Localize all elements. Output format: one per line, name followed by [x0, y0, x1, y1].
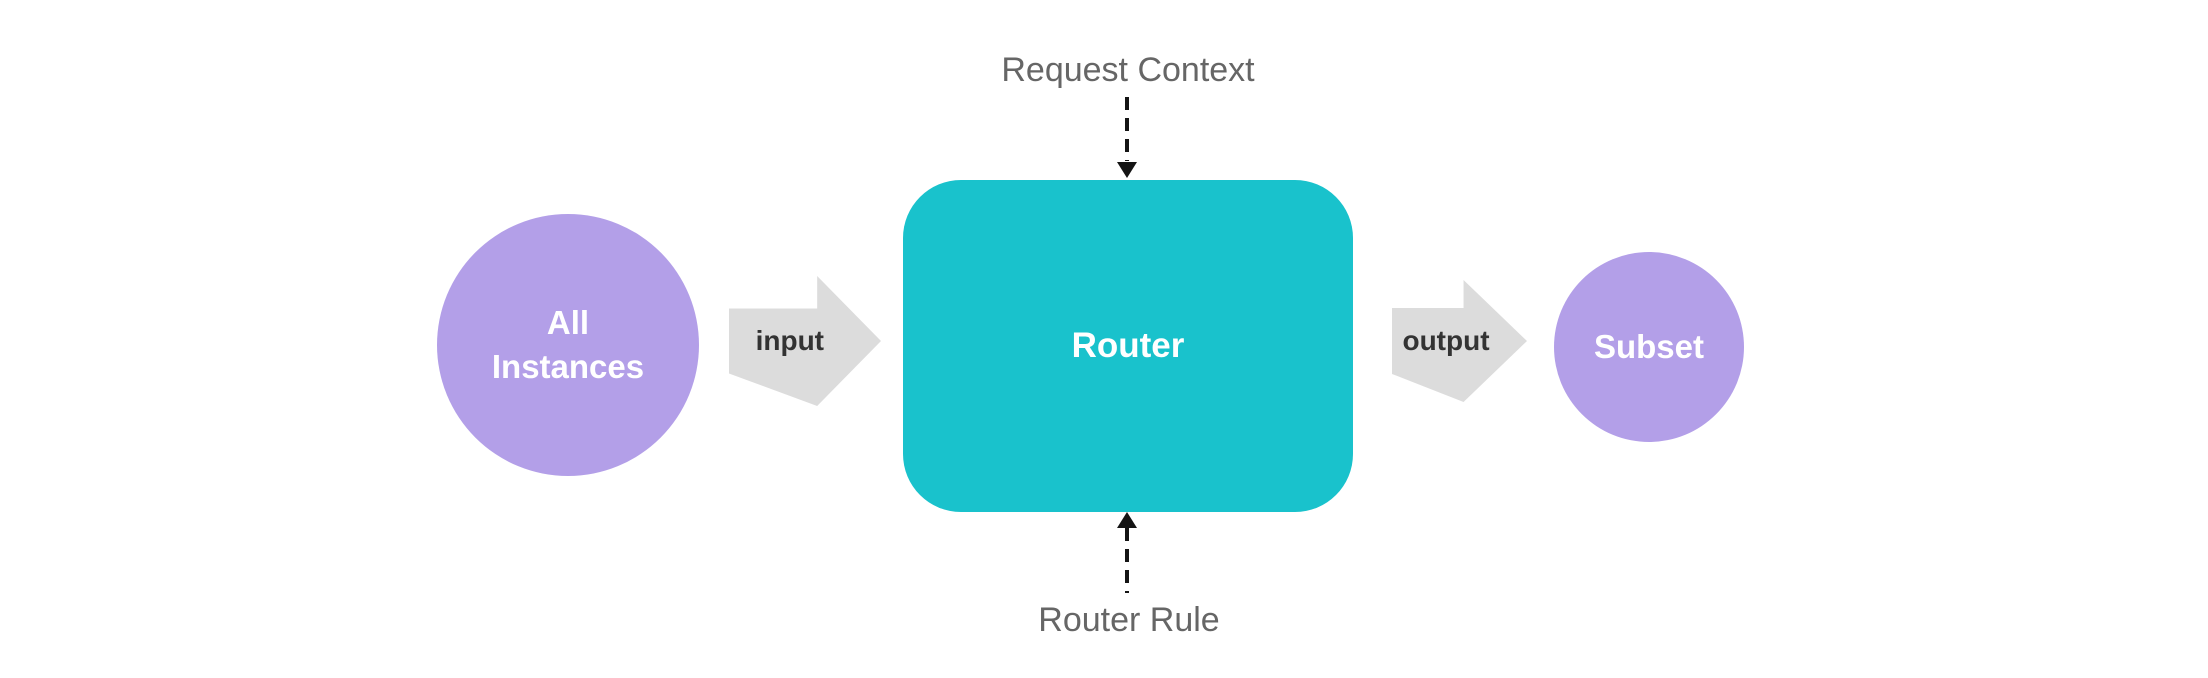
request-context-label: Request Context: [1001, 51, 1255, 89]
router-rule-dashed-line: [1125, 528, 1129, 593]
input-arrow: input: [729, 276, 881, 406]
router-rule-label: Router Rule: [1038, 601, 1220, 639]
arrowhead-down-icon: [1117, 162, 1137, 178]
subset-node: Subset: [1554, 252, 1744, 442]
input-arrow-label: input: [755, 325, 825, 356]
subset-label: Subset: [1593, 328, 1705, 365]
all-instances-node: All Instances: [437, 214, 699, 476]
request-context-dashed-line: [1125, 97, 1129, 161]
all-instances-label: All Instances: [491, 304, 645, 385]
arrowhead-up-icon: [1117, 512, 1137, 528]
output-arrow: output: [1392, 280, 1527, 402]
router-label: Router: [1071, 326, 1185, 365]
router-node: Router: [903, 180, 1353, 512]
output-arrow-label: output: [1402, 325, 1490, 356]
